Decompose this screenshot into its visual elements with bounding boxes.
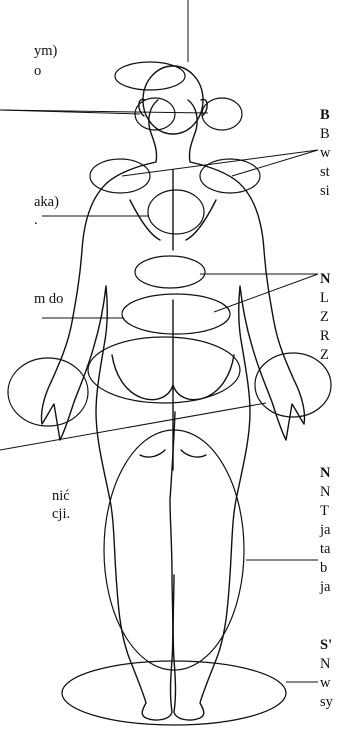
ear-right-ellipse bbox=[202, 98, 242, 130]
upper-back-line: L bbox=[320, 289, 329, 308]
hips-ellipse bbox=[88, 337, 240, 403]
left-fragment-7: cji. bbox=[52, 505, 70, 524]
shoulders-line: B bbox=[320, 125, 330, 144]
shoulders-heading: B bbox=[320, 106, 330, 125]
feet-heading: S' bbox=[320, 636, 332, 655]
shoulder-left-ellipse bbox=[90, 159, 150, 193]
feet-line: N bbox=[320, 655, 330, 674]
leader-hand bbox=[0, 403, 266, 450]
feet-line: sy bbox=[320, 693, 333, 712]
shoulders-line: si bbox=[320, 182, 330, 201]
shoulder-blade-right bbox=[186, 200, 216, 240]
legs-line: ja bbox=[320, 578, 330, 597]
legs-line: ta bbox=[320, 540, 330, 559]
legs-heading: N bbox=[320, 464, 330, 483]
leader-shoulder-right bbox=[232, 150, 318, 176]
lower-back-ellipse bbox=[122, 294, 230, 334]
leader-mid-back-b bbox=[214, 274, 318, 312]
shoulders-line: w bbox=[320, 144, 330, 163]
left-fragment-2: o bbox=[34, 62, 41, 81]
upper-back-ellipse bbox=[148, 190, 204, 234]
legs-line: T bbox=[320, 502, 329, 521]
shoulders-line: st bbox=[320, 163, 330, 182]
left-fragment-4: . bbox=[34, 211, 38, 230]
left-fragment-3: aka) bbox=[34, 193, 59, 212]
shoulder-blade-left bbox=[130, 200, 160, 240]
upper-back-line: Z bbox=[320, 346, 329, 365]
knee-left bbox=[140, 450, 165, 457]
mid-back-ellipse bbox=[135, 256, 205, 288]
crown-ellipse bbox=[115, 62, 185, 90]
left-fragment-6: nić bbox=[52, 487, 70, 506]
hand-left-ellipse bbox=[8, 358, 88, 426]
knee-right bbox=[181, 450, 206, 457]
head-outline bbox=[143, 66, 203, 134]
upper-back-line: Z bbox=[320, 308, 329, 327]
left-fragment-1: ym) bbox=[34, 42, 57, 61]
upper-back-line: R bbox=[320, 327, 330, 346]
left-fragment-5: m do bbox=[34, 290, 63, 309]
legs-line: ja bbox=[320, 521, 330, 540]
body-outline-right bbox=[173, 100, 304, 720]
upper-back-heading: N bbox=[320, 270, 330, 289]
legs-line: b bbox=[320, 559, 327, 578]
body-outline-left bbox=[41, 100, 175, 720]
legs-line: N bbox=[320, 483, 330, 502]
feet-line: w bbox=[320, 674, 330, 693]
